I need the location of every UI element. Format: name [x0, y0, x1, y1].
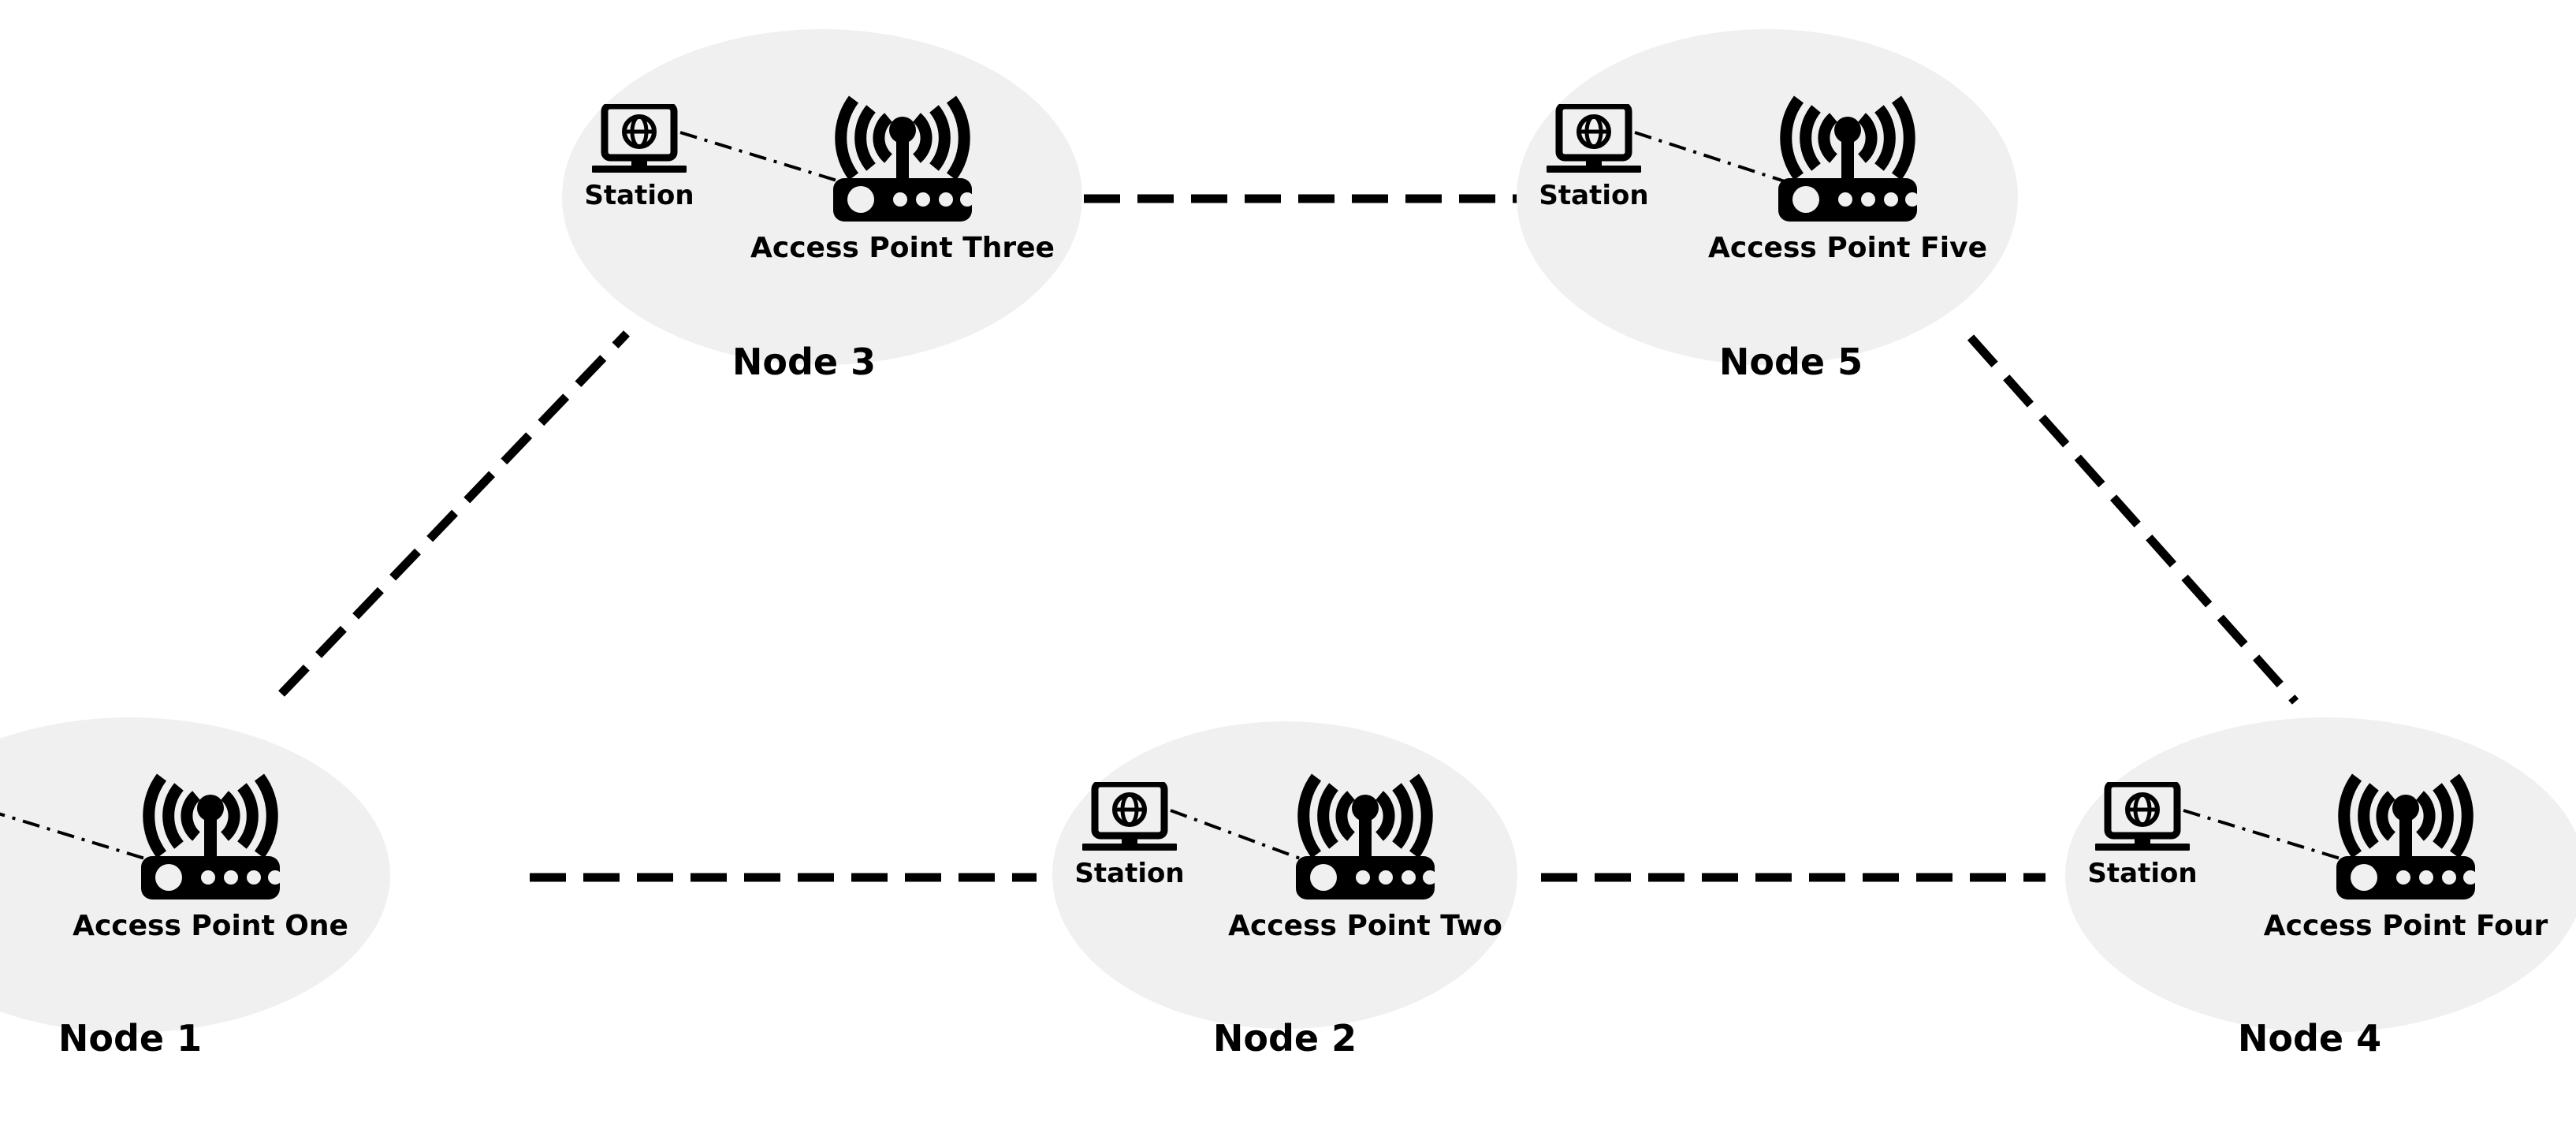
station-laptop-globe-icon[interactable] [2095, 782, 2190, 855]
access-point-router-icon[interactable] [2319, 763, 2492, 905]
station-laptop-globe-icon[interactable] [1082, 782, 1177, 855]
link-node1-node3[interactable] [278, 330, 630, 697]
node-label: Node 4 [2237, 1017, 2382, 1060]
node-ellipse [1517, 29, 2018, 365]
station-association-line [2183, 809, 2343, 861]
access-point-router-icon[interactable] [1761, 85, 1934, 227]
link-node5-node4[interactable] [1967, 334, 2299, 705]
station-association-line [679, 131, 840, 183]
station-label: Station [0, 858, 34, 889]
node-ellipse [562, 29, 1082, 365]
station-association-line [1170, 809, 1303, 861]
node-label: Node 5 [1718, 341, 1863, 383]
access-point-label: Access Point One [73, 910, 348, 942]
station-label: Station [584, 180, 694, 211]
node-ellipse [1052, 721, 1517, 1029]
station-laptop-globe-icon[interactable] [1547, 104, 1641, 177]
node-label: Node 1 [58, 1017, 203, 1060]
station-label: Station [1539, 180, 1649, 211]
node-label: Node 3 [731, 341, 877, 383]
station-laptop-globe-icon[interactable] [592, 104, 687, 177]
station-label: Station [1074, 858, 1185, 889]
access-point-router-icon[interactable] [816, 85, 989, 227]
node-label: Node 2 [1212, 1017, 1357, 1060]
station-association-line [0, 812, 148, 861]
access-point-router-icon[interactable] [124, 763, 297, 905]
node-ellipse [2065, 717, 2576, 1033]
station-label: Station [2087, 858, 2198, 889]
station-association-line [1634, 131, 1785, 183]
access-point-label: Access Point Four [2263, 910, 2548, 942]
access-point-label: Access Point Three [750, 232, 1055, 264]
access-point-label: Access Point Two [1228, 910, 1502, 942]
access-point-label: Access Point Five [1708, 232, 1987, 264]
access-point-router-icon[interactable] [1279, 763, 1452, 905]
